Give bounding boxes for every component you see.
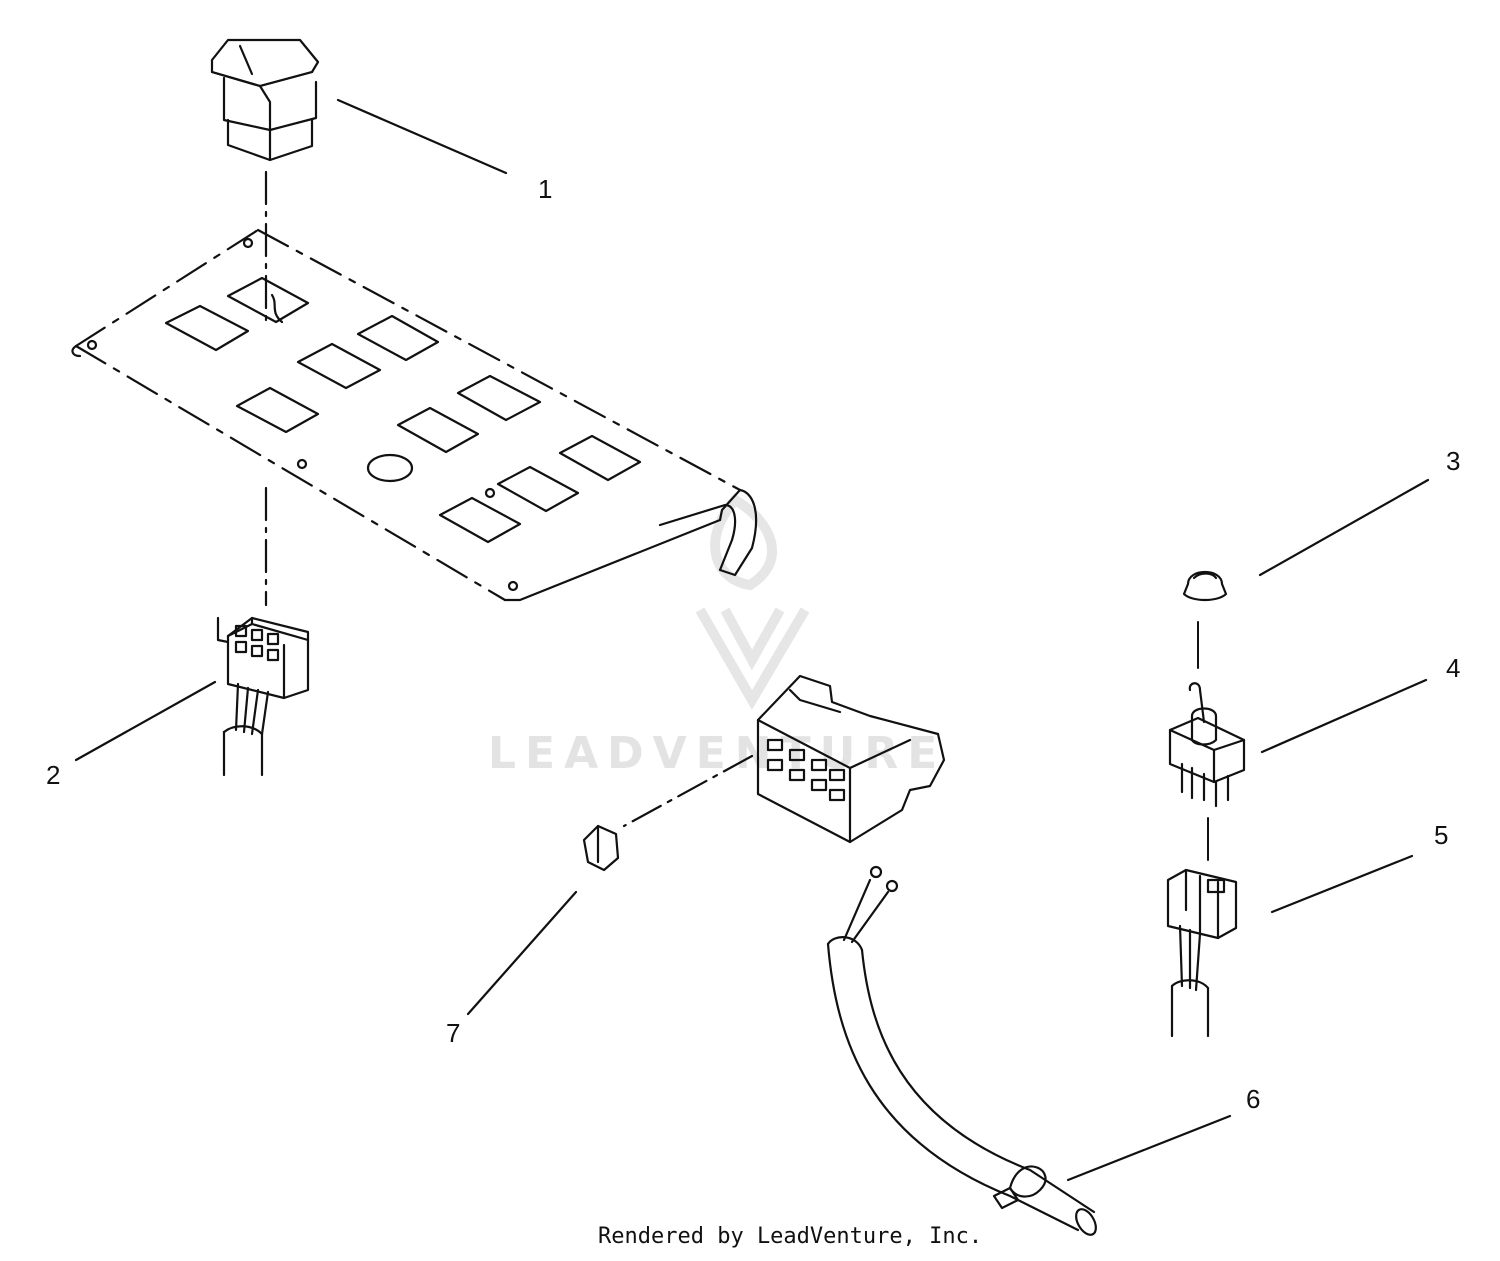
part-7-fuse [466,824,620,1016]
part-3-boot [1182,478,1430,602]
fuse-block [756,674,946,844]
part-2-connector [74,616,310,777]
part-4-toggle-switch [1168,678,1428,808]
part-6-harness [826,865,1232,1236]
callout-5: 5 [1434,820,1449,850]
callout-4: 4 [1446,653,1461,683]
render-credit: Rendered by LeadVenture, Inc. [598,1224,983,1249]
switch-panel-plate [71,228,758,602]
callout-3: 3 [1446,446,1461,476]
callout-1: 1 [538,174,553,204]
callout-2: 2 [46,760,61,790]
part-5-connector [1166,854,1414,1038]
part-1-rocker-switch [210,38,508,175]
callout-7: 7 [446,1018,461,1048]
callout-6: 6 [1246,1084,1261,1114]
